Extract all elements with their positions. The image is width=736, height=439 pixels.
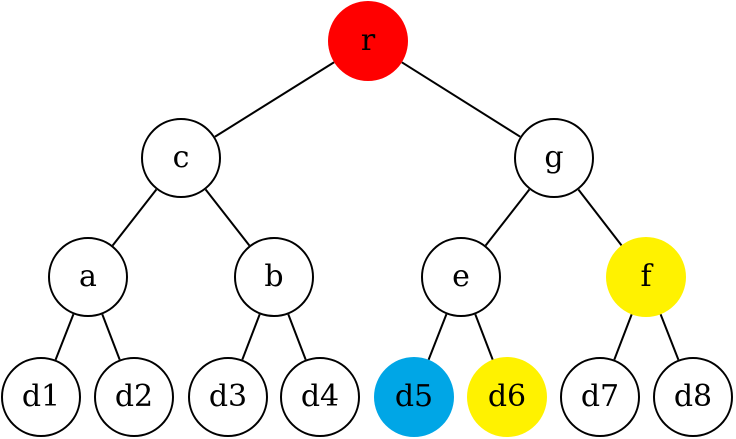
- node-d7-label: d7: [580, 378, 620, 414]
- node-d2-label: d2: [114, 378, 154, 414]
- edge-g-f: [577, 189, 623, 246]
- node-d5: d5: [374, 357, 454, 437]
- edge-g-e: [484, 188, 531, 247]
- node-d4-label: d4: [300, 378, 340, 414]
- node-d7: d7: [560, 357, 640, 437]
- node-d3: d3: [188, 357, 268, 437]
- edge-e-d6: [474, 313, 494, 361]
- node-d1: d1: [1, 357, 81, 437]
- node-r: r: [328, 1, 408, 81]
- edge-r-c: [214, 61, 335, 138]
- node-g-label: g: [544, 139, 564, 175]
- node-e-label: e: [452, 258, 470, 294]
- edge-b-d4: [287, 313, 307, 361]
- node-r-label: r: [360, 22, 376, 58]
- node-d8: d8: [653, 357, 733, 437]
- node-d6: d6: [467, 357, 547, 437]
- node-d3-label: d3: [208, 378, 248, 414]
- edge-f-d7: [613, 313, 633, 361]
- node-c: c: [141, 118, 221, 198]
- node-d2: d2: [94, 357, 174, 437]
- edge-a-d2: [101, 313, 121, 361]
- node-d6-label: d6: [487, 378, 527, 414]
- node-d1-label: d1: [21, 378, 61, 414]
- node-b-label: b: [264, 258, 284, 294]
- edge-c-a: [111, 188, 158, 247]
- edge-e-d5: [427, 313, 448, 361]
- node-d4: d4: [280, 357, 360, 437]
- edge-f-d8: [659, 313, 680, 361]
- node-e: e: [421, 237, 501, 317]
- node-c-label: c: [172, 139, 190, 175]
- node-d5-label: d5: [394, 378, 434, 414]
- node-b: b: [234, 237, 314, 317]
- node-a-label: a: [79, 258, 97, 294]
- node-f: f: [606, 237, 686, 317]
- node-g: g: [514, 118, 594, 198]
- node-d8-label: d8: [673, 378, 713, 414]
- edge-r-g: [401, 61, 521, 138]
- edge-a-d1: [54, 313, 75, 361]
- node-a: a: [48, 237, 128, 317]
- edge-b-d3: [241, 313, 261, 361]
- edge-c-b: [204, 188, 251, 247]
- node-f-label: f: [640, 258, 652, 294]
